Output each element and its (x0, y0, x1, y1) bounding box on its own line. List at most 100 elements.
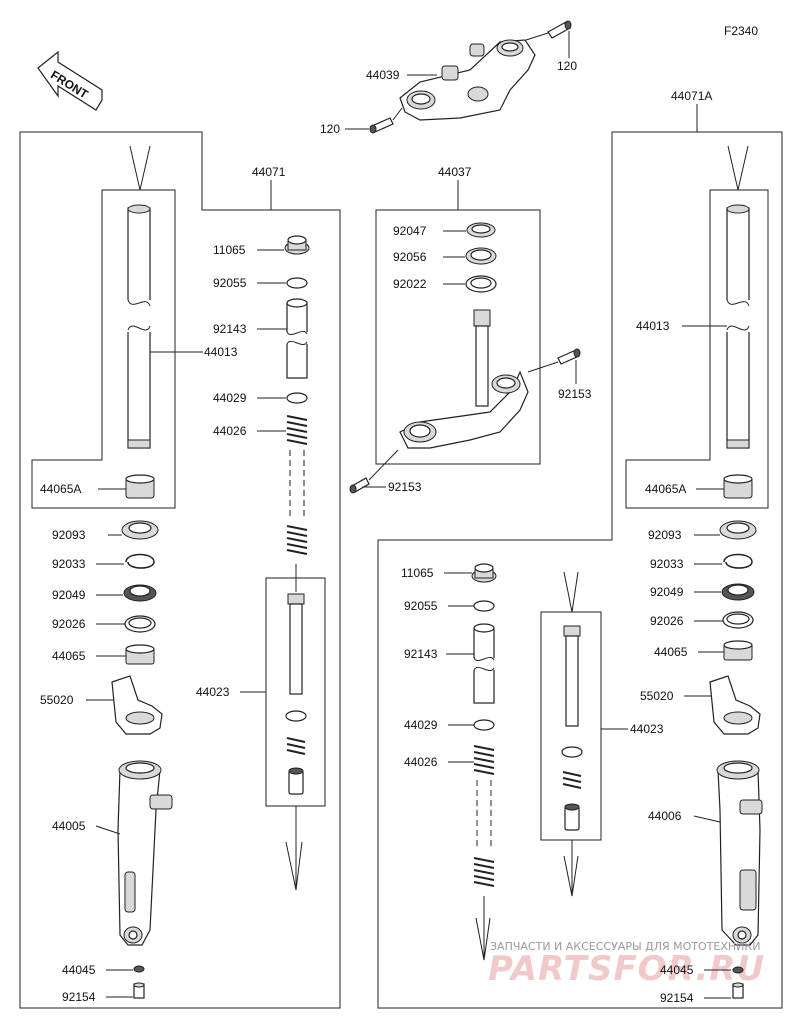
label-44026-left: 44026 (213, 424, 247, 438)
label-92143-right: 92143 (404, 647, 438, 661)
label-11065-left: 11065 (213, 243, 246, 257)
washer-44045-left (133, 965, 145, 973)
label-44065A-left: 44065A (40, 482, 81, 496)
bolt-92153-left (349, 449, 399, 494)
label-44065-right: 44065 (654, 645, 688, 659)
watermark-tagline: ЗАПЧАСТИ И АКСЕССУАРЫ ДЛЯ МОТОТЕХНИКИ (490, 940, 760, 953)
collar-92143-right (472, 623, 496, 704)
cartridge-subframe-right (540, 611, 602, 841)
label-92026-right: 92026 (650, 614, 684, 628)
label-44071A: 44071A (671, 89, 712, 103)
bolt-120-top (525, 20, 572, 41)
figure-code: F2340 (724, 24, 758, 38)
label-44045-right: 44045 (660, 963, 694, 977)
dust-seal-92093-right (719, 520, 757, 540)
label-92153-right: 92153 (558, 387, 592, 401)
label-92093-left: 92093 (52, 528, 86, 542)
cartridge-44023-left (285, 564, 307, 795)
label-92022: 92022 (393, 277, 427, 291)
label-92049-right: 92049 (650, 585, 684, 599)
label-44013-right: 44013 (636, 319, 670, 333)
bushing-44065-right (723, 640, 753, 661)
upper-bracket-44039 (399, 39, 536, 121)
label-92055-right: 92055 (404, 599, 438, 613)
fork-guard-55020-left (111, 675, 163, 735)
left-fork-frame (19, 131, 341, 1009)
label-44045-left: 44045 (62, 963, 96, 977)
label-55020-right: 55020 (640, 689, 674, 703)
bushing-44065A-right (723, 474, 753, 499)
label-44065-left: 44065 (52, 649, 86, 663)
label-92055-left: 92055 (213, 276, 247, 290)
bolt-92154-right (732, 982, 744, 999)
label-55020-left: 55020 (40, 693, 74, 707)
label-92033-left: 92033 (52, 557, 86, 571)
outer-tube-44005-left (117, 760, 173, 946)
fork-guard-55020-right (709, 675, 761, 735)
cartridge-44023-right (561, 571, 583, 831)
washer-92026-right (722, 611, 754, 629)
label-44006: 44006 (648, 809, 682, 823)
spring-seat-44029-right (473, 719, 495, 731)
bolt-92154-left (133, 982, 145, 999)
o-ring-92055-left (286, 277, 308, 289)
steering-stem (399, 309, 529, 449)
inner-tube-44013-left (125, 145, 153, 449)
label-92154-right: 92154 (660, 991, 694, 1005)
stem-frame (375, 209, 541, 465)
label-44026-right: 44026 (404, 755, 438, 769)
label-92047: 92047 (393, 224, 427, 238)
spring-44026-right (473, 745, 495, 887)
cartridge-subframe-left (265, 577, 326, 807)
label-44029-left: 44029 (213, 391, 247, 405)
bolt-120-left (369, 107, 403, 134)
label-120-left: 120 (320, 122, 340, 136)
inner-tube-subframe-left (31, 189, 176, 509)
oil-seal-92049-right (721, 583, 755, 601)
washer-92022 (465, 275, 497, 293)
label-44005: 44005 (52, 819, 86, 833)
bolt-92153-right (527, 348, 581, 373)
label-44065A-right: 44065A (645, 482, 686, 496)
o-ring-92055-right (473, 600, 495, 612)
label-120-top: 120 (557, 59, 577, 73)
label-92153-left: 92153 (388, 480, 422, 494)
cap-bolt-11065-left (284, 235, 310, 255)
spring-seat-44029-left (286, 392, 308, 404)
oil-seal-92049-left (123, 584, 157, 602)
label-44039: 44039 (366, 68, 400, 82)
label-44023-left: 44023 (196, 685, 230, 699)
washer-44045-right (732, 966, 744, 974)
label-11065-right: 11065 (401, 566, 434, 580)
label-92033-right: 92033 (650, 557, 684, 571)
label-44029-right: 44029 (404, 718, 438, 732)
dust-seal-92093-left (121, 520, 159, 540)
front-direction-arrow: FRONT (37, 50, 103, 111)
washer-92056 (465, 247, 497, 265)
label-92143-left: 92143 (213, 322, 247, 336)
label-44023-right: 44023 (630, 722, 664, 736)
label-44037: 44037 (438, 165, 472, 179)
label-44071: 44071 (252, 165, 286, 179)
inner-tube-44013-right (724, 145, 752, 449)
label-44013-left: 44013 (204, 345, 238, 359)
circlip-92033-right (723, 553, 753, 569)
cap-bolt-11065-right (471, 563, 497, 583)
label-92026-left: 92026 (52, 617, 86, 631)
label-92093-right: 92093 (648, 528, 682, 542)
washer-92026-left (124, 615, 156, 633)
watermark-brand: PARTSFOR.RU (488, 949, 765, 989)
outer-tube-44006-right (716, 760, 763, 946)
nut-92047 (466, 222, 496, 238)
right-fork-frame (377, 131, 783, 1009)
inner-tube-subframe-right (625, 189, 769, 509)
label-92154-left: 92154 (62, 990, 96, 1004)
circlip-92033-left (125, 553, 155, 569)
spring-44026-left (286, 415, 308, 555)
collar-92143-left (285, 298, 309, 379)
bushing-44065A-left (125, 474, 155, 499)
label-92049-left: 92049 (52, 588, 86, 602)
bushing-44065-left (125, 644, 155, 665)
label-92056: 92056 (393, 250, 427, 264)
